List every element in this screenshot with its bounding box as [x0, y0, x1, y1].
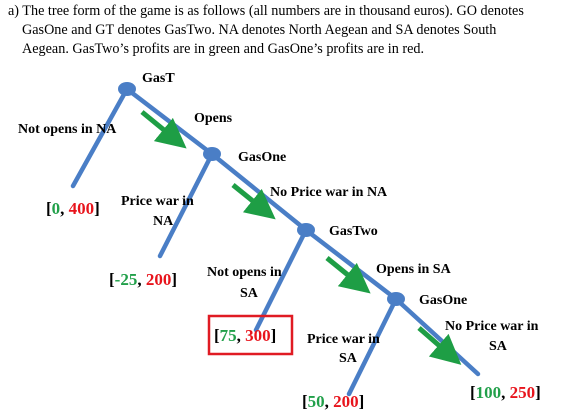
payoff-4-gasone: 250: [510, 383, 536, 402]
branch-label-no-price-war-sa-1: No Price war in: [445, 319, 539, 334]
branch-n3-price-war: [346, 296, 399, 397]
payoff-2-gastwo: 75: [220, 326, 237, 345]
branch-label-price-war-na-1: Price war in: [121, 194, 194, 209]
node-n3: [387, 292, 405, 306]
branch-label-no-price-war-sa-2: SA: [489, 339, 508, 354]
payoff-1-gastwo: -25: [115, 270, 138, 289]
intro-line-1: a) The tree form of the game is as follo…: [8, 3, 524, 19]
branch-label-opens-in-sa: Opens in SA: [376, 262, 452, 277]
branch-label-price-war-sa-2: SA: [339, 351, 358, 366]
node-label-n1: GasOne: [238, 150, 286, 165]
branch-label-not-opens-sa-1: Not opens in: [207, 265, 282, 280]
tree-branches: [70, 86, 481, 397]
payoff-1: [-25, 200]: [109, 270, 177, 289]
intro-line-2: GasOne and GT denotes GasTwo. NA denotes…: [22, 22, 497, 38]
branch-label-not-opens-sa-2: SA: [240, 286, 259, 301]
branch-label-no-price-war-na: No Price war in NA: [270, 185, 388, 200]
payoff-0-gastwo: 0: [52, 199, 61, 218]
node-n1: [203, 147, 221, 161]
payoff-4: [100, 250]: [470, 383, 541, 402]
node-label-n3: GasOne: [419, 293, 467, 308]
arrow-no-price-war-na: [231, 183, 276, 220]
node-root: [118, 82, 136, 96]
arrow-opens-in-sa: [325, 256, 371, 294]
node-label-n2: GasTwo: [329, 224, 378, 239]
payoff-3-gastwo: 50: [308, 392, 325, 411]
payoff-2-gasone: 300: [245, 326, 271, 345]
payoff-2: [75, 300]: [214, 326, 276, 345]
branch-label-opens: Opens: [194, 111, 233, 126]
branch-n2-not-opens: [253, 227, 309, 333]
arrow-no-price-war-sa: [417, 326, 462, 365]
arrow-opens: [140, 110, 187, 149]
branch-root-not-opens: [70, 86, 130, 189]
payoff-1-gasone: 200: [146, 270, 172, 289]
intro-line-3: Aegean. GasTwo’s profits are in green an…: [22, 41, 425, 57]
node-label-root: GasT: [142, 71, 175, 86]
payoff-0: [0, 400]: [46, 199, 100, 218]
branch-n1-price-war: [157, 151, 215, 259]
branch-label-price-war-na-2: NA: [153, 214, 174, 229]
payoff-0-gasone: 400: [69, 199, 95, 218]
payoff-4-gastwo: 100: [476, 383, 502, 402]
node-n2: [297, 223, 315, 237]
payoff-3-gasone: 200: [333, 392, 359, 411]
payoff-3: [50, 200]: [302, 392, 364, 411]
equilibrium-highlight-box: [207, 314, 294, 356]
branch-label-price-war-sa-1: Price war in: [307, 332, 380, 347]
tree-nodes: [118, 82, 405, 306]
branch-label-not-opens-na: Not opens in NA: [18, 122, 117, 137]
intro-paragraph: a) The tree form of the game is as follo…: [8, 2, 574, 59]
equilibrium-arrows: [140, 110, 462, 365]
branch-n3-no-price-war: [393, 296, 481, 377]
